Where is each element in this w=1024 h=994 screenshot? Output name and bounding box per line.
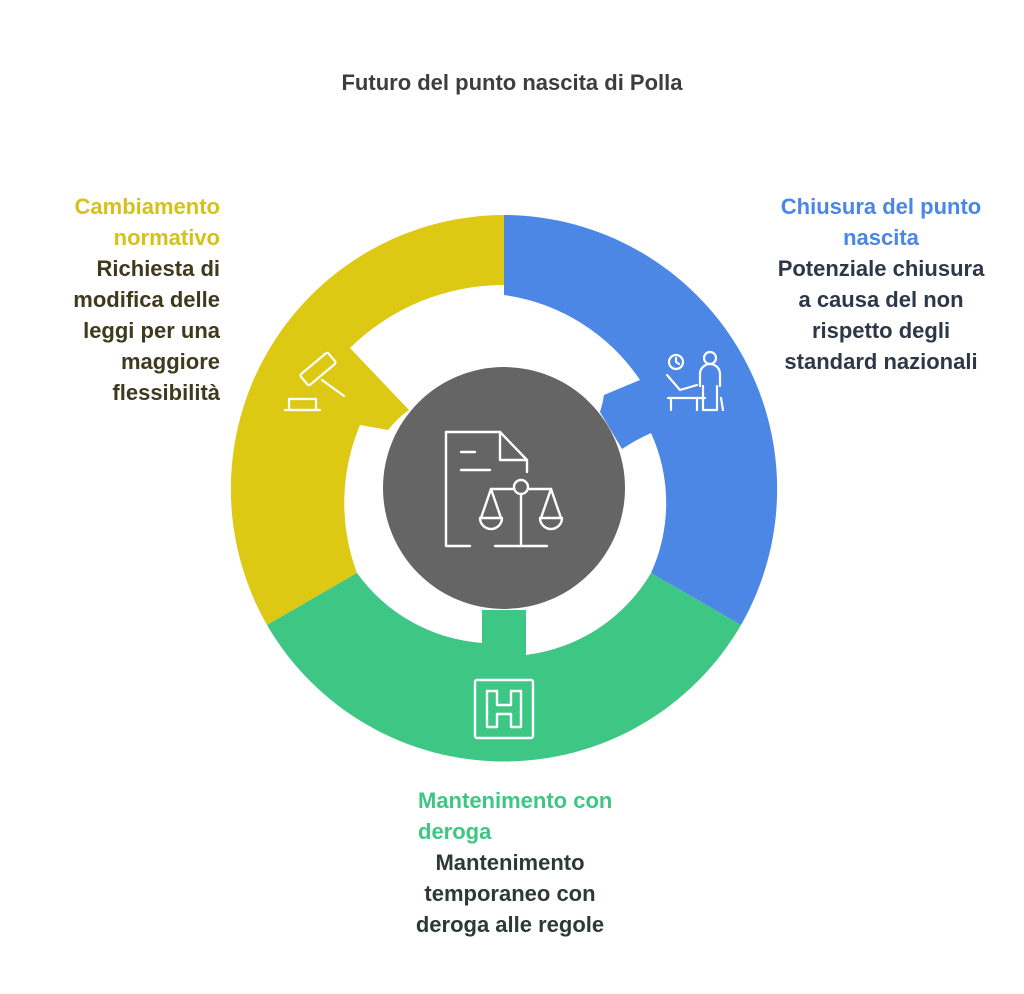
meeting-timer-icon <box>665 350 725 412</box>
text-block-mantenimento-con-deroga: Mantenimento con deroga Mantenimento tem… <box>390 785 630 940</box>
text-block-chiusura-punto-nascita: Chiusura del punto nascita Potenziale ch… <box>770 191 992 377</box>
heading-mantenimento-con-deroga: Mantenimento con deroga <box>418 788 613 844</box>
segment-chiusura-punto-nascita[interactable] <box>504 215 778 625</box>
legal-document-scales-icon <box>444 430 564 548</box>
description-cambiamento-normativo: Richiesta di modifica delle leggi per un… <box>73 256 220 405</box>
text-block-cambiamento-normativo: Cambiamento normativo Richiesta di modif… <box>20 191 220 408</box>
gavel-icon <box>283 351 346 412</box>
description-mantenimento-con-deroga: Mantenimento temporaneo con deroga alle … <box>415 850 605 937</box>
hospital-icon <box>473 678 535 740</box>
segment-cambiamento-normativo[interactable] <box>230 215 504 625</box>
heading-chiusura-punto-nascita: Chiusura del punto nascita <box>780 194 982 250</box>
segment-mantenimento-con-deroga[interactable] <box>267 573 741 762</box>
heading-cambiamento-normativo: Cambiamento normativo <box>74 194 220 250</box>
description-chiusura-punto-nascita: Potenziale chiusura a causa del non risp… <box>777 256 985 374</box>
diagram-title: Futuro del punto nascita di Polla <box>341 70 683 95</box>
